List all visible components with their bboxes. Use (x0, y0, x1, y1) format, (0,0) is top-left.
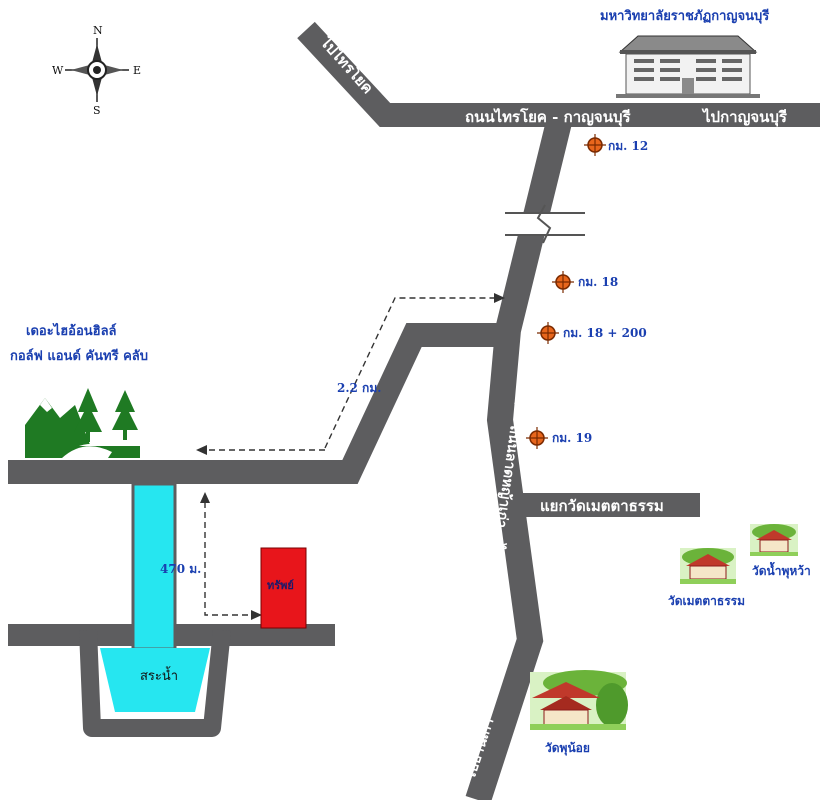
marker-icon (526, 427, 548, 449)
arrow-right-icon (251, 610, 262, 620)
arrow-right-icon (494, 293, 505, 303)
golf-access-road (8, 323, 512, 484)
junction-label: แยกวัดเมตตาธรรม (540, 497, 664, 515)
property-label: ทรัพย์ (267, 579, 294, 592)
mountain-trees-icon (25, 388, 140, 458)
temple-label: วัดเมตตาธรรม (668, 594, 745, 608)
km-marker-12: กม. 12 (584, 134, 648, 156)
golf-name-line1: เดอะไฮอ้อนฮิลล์ (26, 322, 117, 339)
temple-label: วัดพุน้อย (545, 741, 590, 756)
main-road-label: ถนนไทรโยค - กาญจนบุรี (465, 107, 631, 127)
marker-icon (584, 134, 606, 156)
km-marker-18: กม. 18 (552, 271, 618, 293)
main-road (297, 21, 820, 127)
km-marker-label: กม. 19 (552, 431, 592, 445)
route-3229-road (465, 114, 573, 800)
marker-icon (537, 322, 559, 344)
temple-label: วัดน้ำพุหว้า (752, 561, 811, 579)
km-marker-18-200: กม. 18 + 200 (537, 322, 647, 344)
to-kanchanaburi-label: ไปกาญจนบุรี (701, 107, 788, 127)
distance-far-label: 2.2 กม. (337, 381, 381, 395)
km-marker-label: กม. 18 + 200 (563, 326, 647, 340)
km-marker-19: กม. 19 (526, 427, 592, 449)
km-marker-label: กม. 12 (608, 139, 648, 153)
distance-near-label: 470 ม. (160, 562, 201, 576)
university-label: มหาวิทยาลัยราชภัฏกาญจนบุรี (600, 8, 769, 24)
compass-e: E (133, 64, 141, 77)
temple-icon (680, 548, 736, 584)
arrow-left-icon (196, 445, 207, 455)
canal (131, 482, 177, 651)
marker-icon (552, 271, 574, 293)
temple-icon (530, 670, 628, 730)
pond (100, 648, 210, 712)
property-marker (260, 547, 307, 629)
compass-w: W (52, 64, 64, 77)
arrow-up-icon (200, 492, 210, 503)
golf-name-line2: กอล์ฟ แอนด์ คันทรี คลับ (10, 348, 148, 364)
compass-n: N (93, 24, 103, 37)
pond-road-outline (79, 629, 231, 737)
compass-rose-icon: N S E W (52, 24, 141, 117)
km-marker-label: กม. 18 (578, 275, 618, 289)
temple-icon (750, 524, 798, 556)
compass-s: S (93, 104, 101, 117)
route-arrows (196, 293, 505, 620)
building-icon (616, 35, 760, 98)
pond-label: สระน้ำ (140, 666, 178, 684)
road-break-symbol (505, 204, 585, 244)
